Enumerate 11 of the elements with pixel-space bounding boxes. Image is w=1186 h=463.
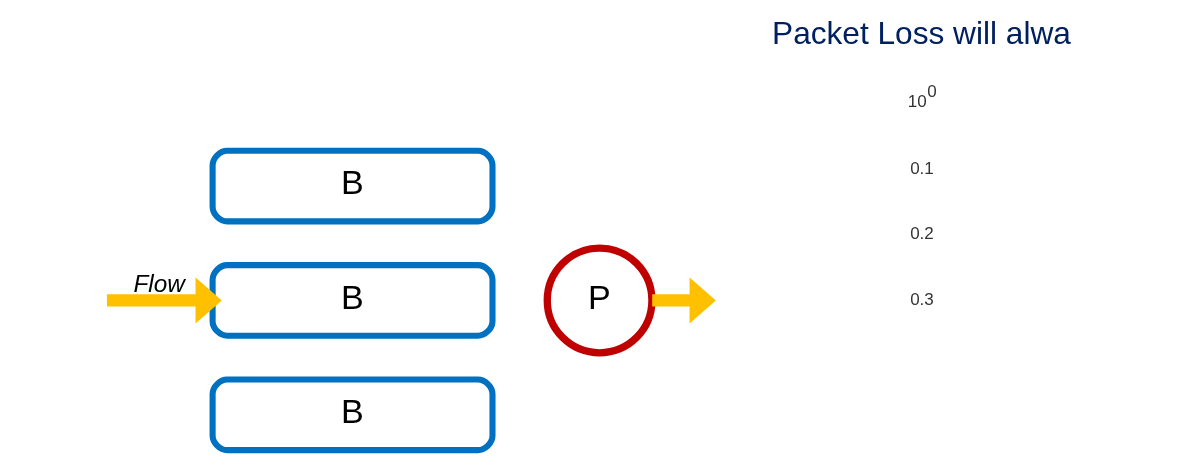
node-circle: P	[543, 243, 656, 356]
edge-label: Flow	[133, 269, 185, 297]
node-box: B	[209, 376, 496, 453]
arrow	[651, 276, 716, 323]
label: 0.1	[909, 158, 934, 178]
arrow	[106, 276, 222, 323]
label: 0.3	[909, 289, 934, 309]
label: Packet Loss will alwa	[771, 14, 1071, 51]
label: 0.2	[909, 223, 934, 243]
node-box: B	[209, 261, 496, 339]
node-box: B	[209, 147, 496, 224]
